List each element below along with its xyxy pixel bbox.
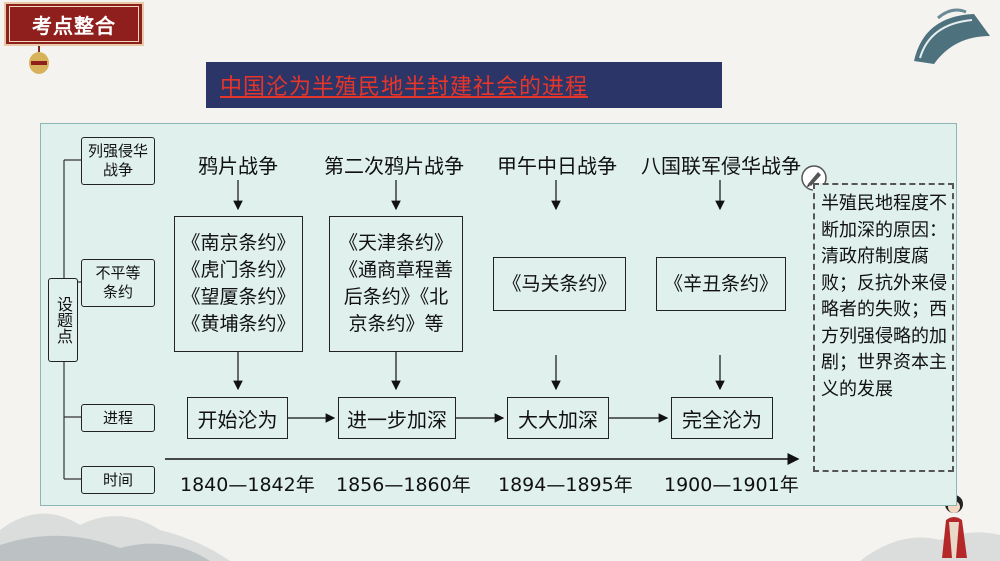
year-range: 1900—1901年 [664,474,799,496]
side-label: 设题点 [48,278,78,362]
war-name: 甲午中日战争 [497,154,617,178]
stage-box: 完全沦为 [671,397,773,439]
row-label-wars: 列强侵华战争 [81,137,155,185]
row-label-progress-text: 进程 [102,408,133,427]
war-name: 第二次鸦片战争 [324,154,464,178]
stage-text: 开始沦为 [197,407,278,432]
row-label-treaties: 不平等条约 [81,259,155,307]
row-label-time-text: 时间 [102,470,133,489]
treaty-text: 《南京条约》《虎门条约》《望厦条约》《黄埔条约》 [181,232,296,335]
row-label-time: 时间 [81,466,155,494]
reason-box: 半殖民地程度不断加深的原因：清政府制度腐败；反抗外来侵略者的失败；西方列强侵略的… [813,183,954,472]
stage-box: 大大加深 [507,397,609,439]
stage-text: 完全沦为 [682,407,762,432]
stage-text: 进一步加深 [347,407,447,432]
year-range: 1840—1842年 [180,474,315,496]
treaty-text: 《马关条约》 [502,272,617,295]
year-range: 1894—1895年 [498,474,633,496]
treaty-box: 《南京条约》《虎门条约》《望厦条约》《黄埔条约》 [174,216,303,352]
reason-text: 半殖民地程度不断加深的原因：清政府制度腐败；反抗外来侵略者的失败；西方列强侵略的… [821,193,947,400]
row-label-treaties-text: 不平等条约 [95,264,141,301]
treaty-box: 《天津条约》《通商章程善后条约》《北京条约》等 [329,216,463,352]
lantern-icon [29,46,49,74]
page-title[interactable]: 中国沦为半殖民地半封建社会的进程 [220,75,589,100]
side-label-text: 设题点 [54,296,73,344]
badge-label: 考点整合 [9,6,139,42]
fan-icon [914,8,990,64]
treaty-box: 《马关条约》 [493,257,626,311]
treaty-text: 《天津条约》《通商章程善后条约》《北京条约》等 [338,232,453,335]
stage-text: 大大加深 [518,407,598,432]
war-name: 八国联军侵华战争 [641,154,801,178]
treaty-text: 《辛丑条约》 [663,272,778,295]
stage-box: 进一步加深 [338,397,456,439]
war-name: 鸦片战争 [198,154,278,178]
row-label-wars-text: 列强侵华战争 [88,142,149,179]
topic-badge: 考点整合 [4,2,144,46]
treaty-box: 《辛丑条约》 [656,257,786,311]
stage-box: 开始沦为 [187,397,288,439]
title-bar: 中国沦为半殖民地半封建社会的进程 [206,62,722,108]
year-range: 1856—1860年 [336,474,471,496]
row-label-progress: 进程 [81,404,155,432]
